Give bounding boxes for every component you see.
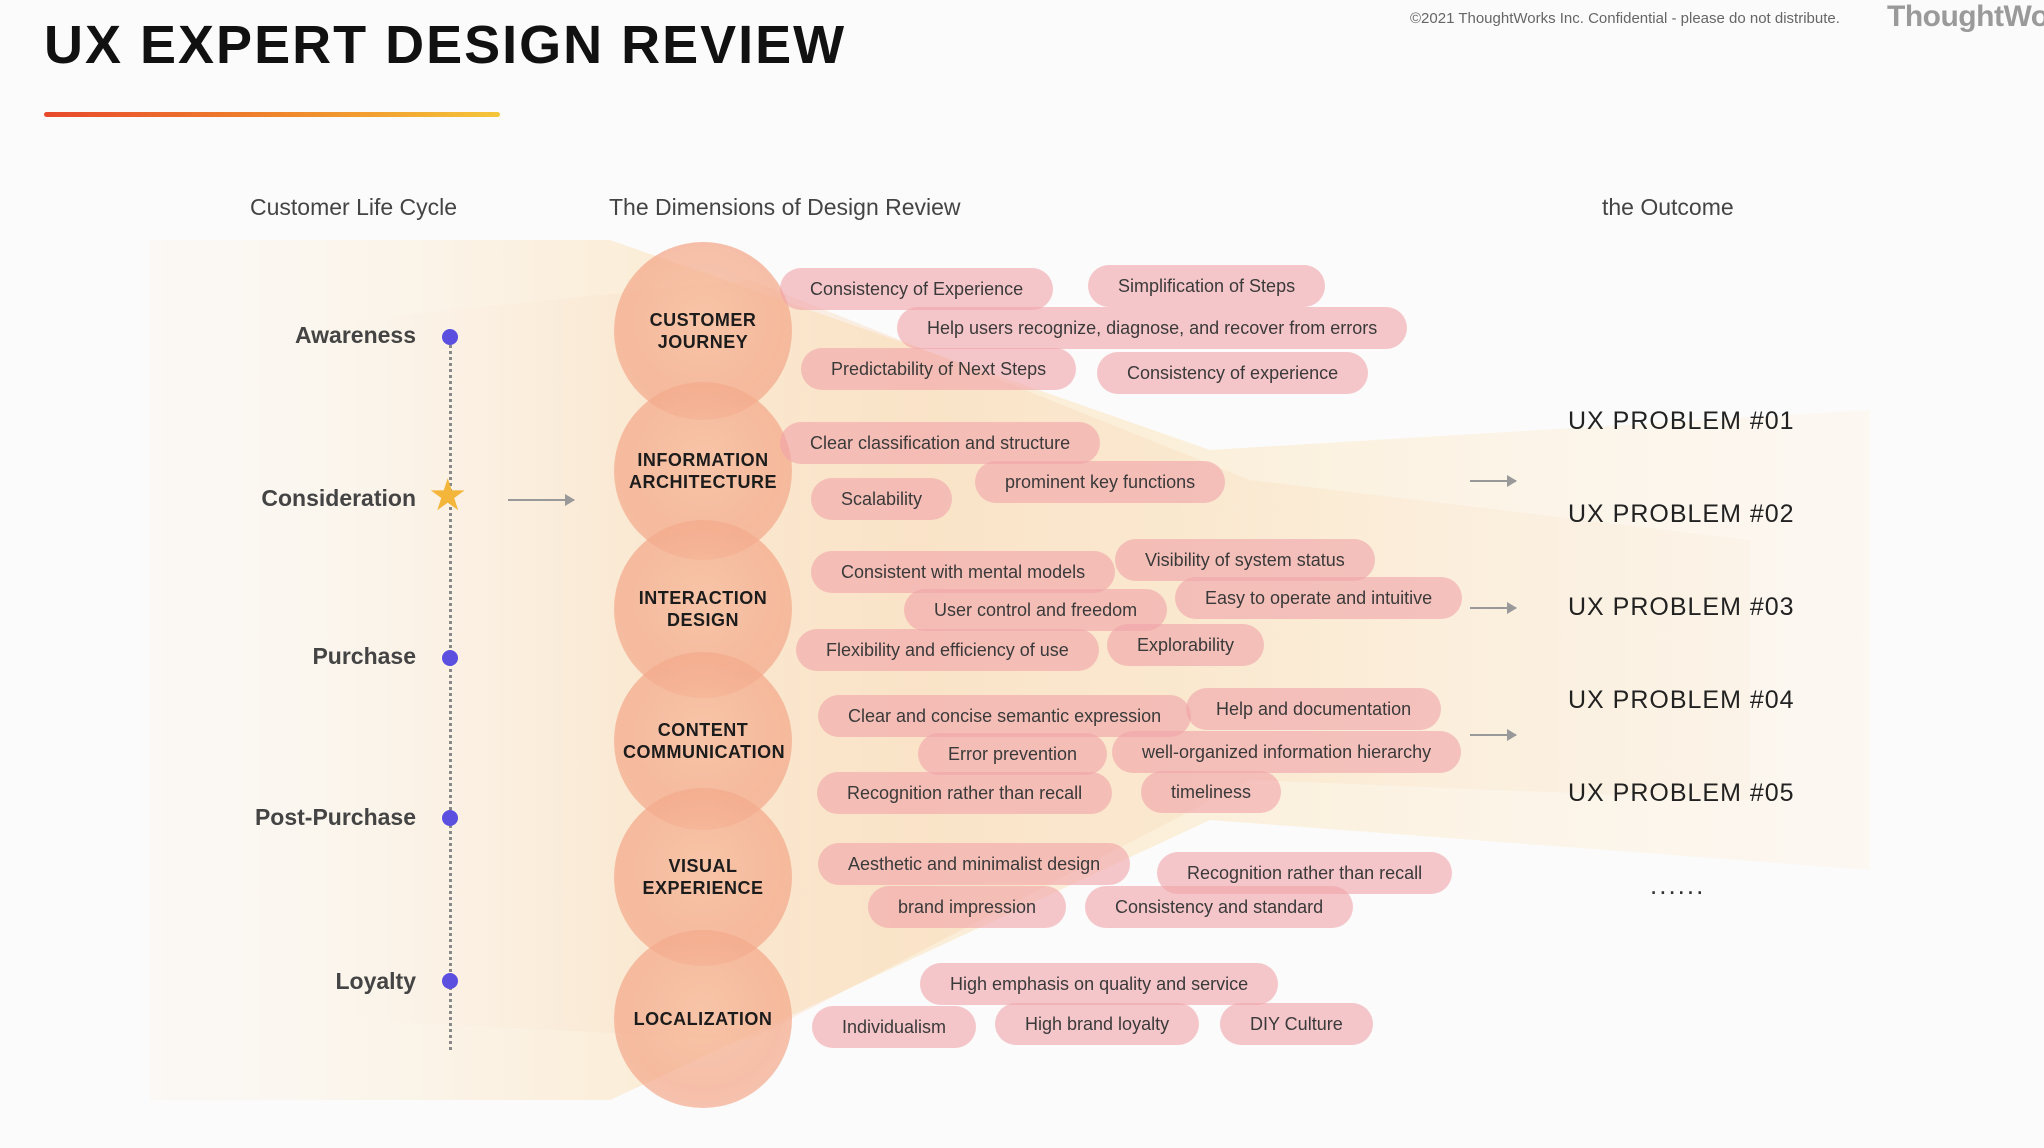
criterion-pill: Predictability of Next Steps (801, 348, 1077, 390)
arrow-right-icon (1470, 475, 1517, 487)
star-icon: ★ (428, 471, 468, 520)
brand-logo: ThoughtWor (1887, 0, 2044, 33)
outcome-item: UX PROBLEM #04 (1568, 686, 1795, 714)
criterion-pill: timeliness (1141, 771, 1282, 813)
stage-dot (442, 973, 458, 989)
criterion-pill: well-organized information hierarchy (1112, 731, 1462, 773)
criterion-pill: Aesthetic and minimalist design (818, 843, 1131, 885)
stage-post-purchase: Post-Purchase (254, 804, 416, 830)
criterion-pill: Flexibility and efficiency of use (796, 629, 1099, 671)
arrow-right-icon (1470, 602, 1517, 614)
criterion-pill: Scalability (811, 478, 953, 520)
criterion-pill: Help and documentation (1186, 688, 1442, 730)
criterion-pill: Consistency of experience (1097, 352, 1369, 394)
criterion-pill: High emphasis on quality and service (920, 963, 1279, 1005)
dimension-label: LOCALIZATION (633, 1008, 773, 1029)
criterion-pill: Error prevention (918, 733, 1108, 775)
lifecycle-timeline (449, 338, 452, 1050)
stage-loyalty: Loyalty (335, 968, 416, 994)
outcome-item: UX PROBLEM #01 (1568, 407, 1795, 435)
criterion-pill: Help users recognize, diagnose, and reco… (897, 307, 1408, 349)
criterion-pill: Individualism (812, 1006, 977, 1048)
stage-dot (442, 329, 458, 345)
stage-awareness: Awareness (294, 322, 416, 348)
dimension-label: INFORMATION ARCHITECTURE (629, 449, 777, 493)
criterion-pill: Recognition rather than recall (817, 772, 1113, 814)
dimension-localization: LOCALIZATION (614, 930, 792, 1108)
stage-dot (442, 810, 458, 826)
criterion-pill: Simplification of Steps (1088, 265, 1326, 307)
criterion-pill: brand impression (868, 886, 1067, 928)
criterion-pill: High brand loyalty (995, 1003, 1200, 1045)
criterion-pill: Consistency and standard (1085, 886, 1354, 928)
outcome-item: UX PROBLEM #03 (1568, 593, 1795, 621)
stage-purchase: Purchase (312, 643, 416, 669)
outcome-heading: the Outcome (1602, 194, 1734, 220)
criterion-pill: Easy to operate and intuitive (1175, 577, 1463, 619)
arrow-right-icon (508, 494, 575, 506)
outcome-item: UX PROBLEM #02 (1568, 500, 1795, 528)
dimension-label: CUSTOMER JOURNEY (649, 309, 757, 353)
stage-dot (442, 650, 458, 666)
dimension-information-architecture: INFORMATION ARCHITECTURE (614, 382, 792, 560)
criterion-pill: Consistent with mental models (811, 551, 1116, 593)
copyright-notice: ©2021 ThoughtWorks Inc. Confidential - p… (1410, 10, 1840, 27)
outcome-item: UX PROBLEM #05 (1568, 779, 1795, 807)
page-title: UX EXPERT DESIGN REVIEW (44, 15, 847, 75)
title-underline (44, 112, 500, 117)
criterion-pill: DIY Culture (1220, 1003, 1373, 1045)
criterion-pill: Explorability (1107, 624, 1265, 666)
dimension-label: CONTENT COMMUNICATION (623, 719, 786, 763)
dimension-label: INTERACTION DESIGN (638, 587, 768, 631)
dimension-label: VISUAL EXPERIENCE (642, 855, 764, 899)
criterion-pill: prominent key functions (975, 461, 1226, 503)
stage-consideration: Consideration (261, 485, 416, 511)
criterion-pill: Visibility of system status (1115, 539, 1375, 581)
outcome-more: ...... (1650, 870, 1706, 900)
criterion-pill: Consistency of Experience (780, 268, 1054, 310)
dimensions-heading: The Dimensions of Design Review (609, 194, 961, 220)
arrow-right-icon (1470, 729, 1517, 741)
criterion-pill: Clear and concise semantic expression (818, 695, 1192, 737)
lifecycle-heading: Customer Life Cycle (250, 194, 458, 220)
criterion-pill: Clear classification and structure (780, 422, 1101, 464)
